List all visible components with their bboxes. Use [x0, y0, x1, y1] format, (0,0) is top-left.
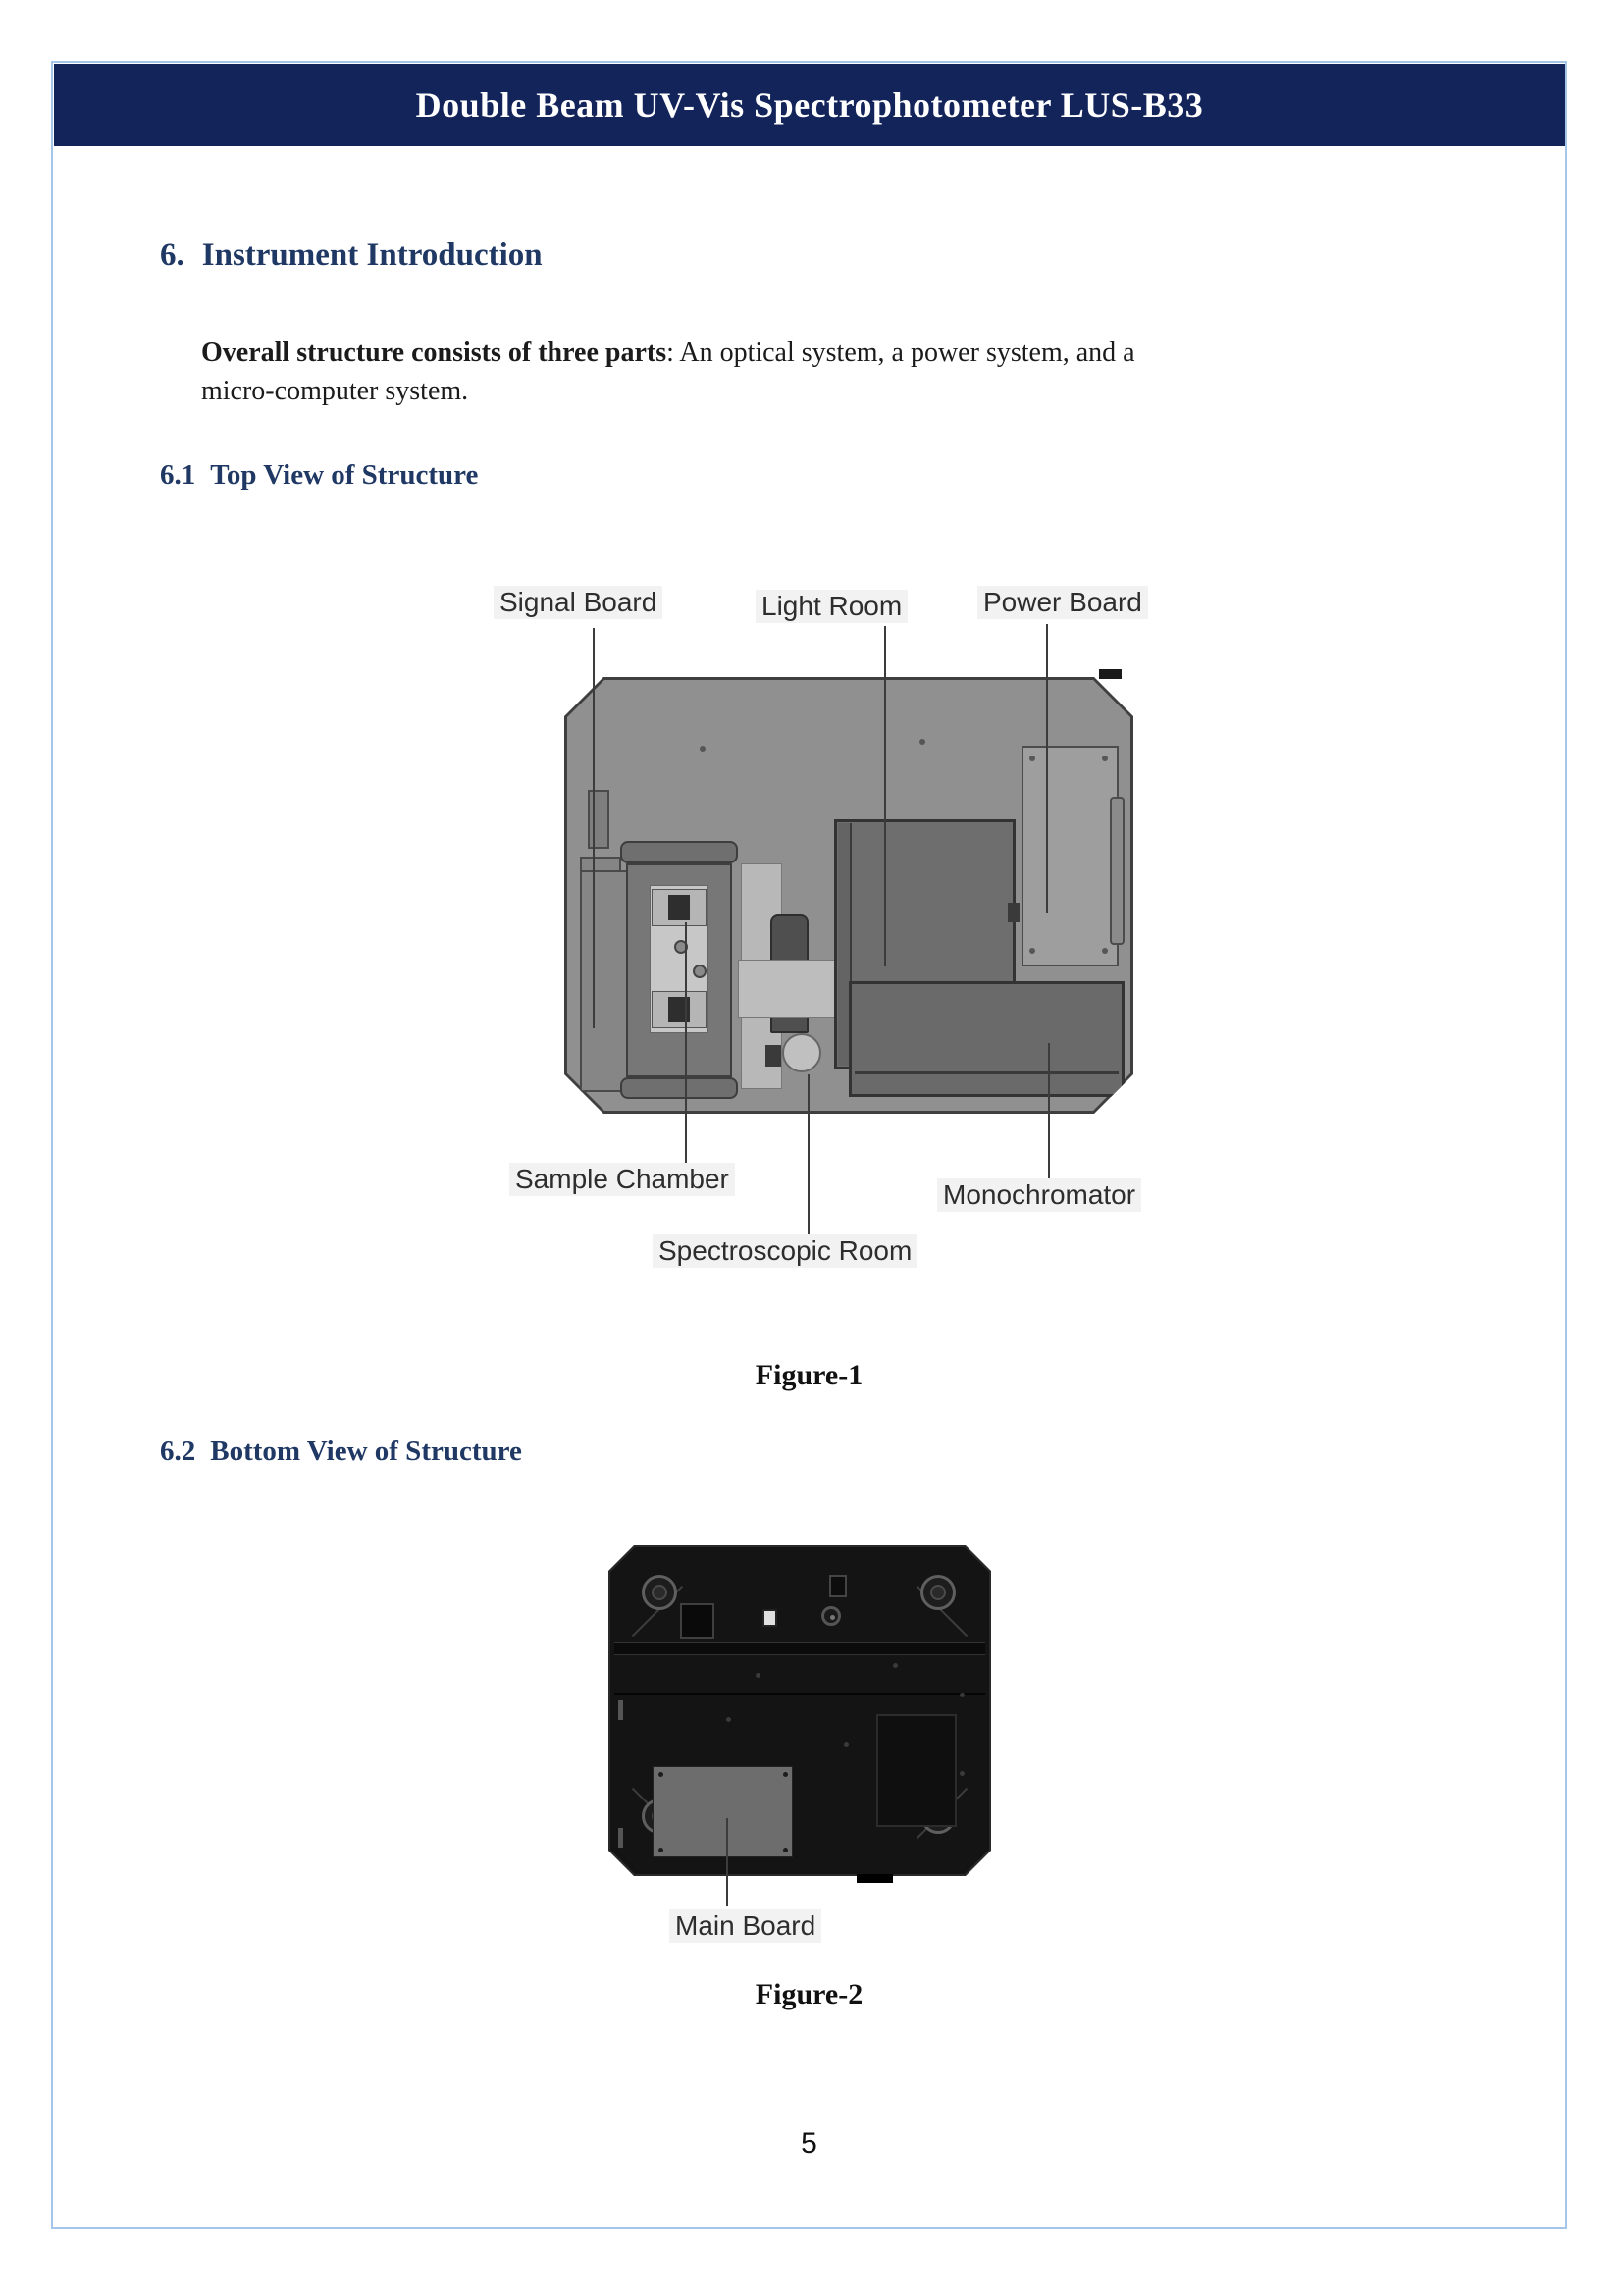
label-power-board: Power Board	[977, 586, 1148, 619]
section-6-2-heading: 6.2 Bottom View of Structure	[160, 1435, 522, 1468]
leader-line-power-board	[1046, 624, 1048, 913]
label-light-room: Light Room	[756, 590, 909, 623]
left-slot	[588, 790, 609, 849]
section-6-1-number: 6.1	[160, 459, 196, 491]
cylinder-component	[782, 1033, 821, 1072]
bottom-right-panel	[876, 1714, 957, 1827]
figure1-chassis-top-view	[564, 677, 1133, 1114]
leader-line-sample-chamber	[685, 922, 687, 1165]
main-board-region	[653, 1766, 793, 1857]
main-board-screw	[783, 1848, 788, 1852]
foot-ring	[652, 1585, 667, 1600]
light-room-edge-strip	[838, 823, 852, 1066]
foot-top-left	[642, 1575, 677, 1610]
label-signal-board: Signal Board	[494, 586, 663, 619]
main-board-screw	[658, 1848, 663, 1852]
sample-chamber-block-top-core	[668, 895, 690, 920]
bottom-connector	[762, 1609, 777, 1627]
screw-dot	[756, 1673, 760, 1678]
intro-paragraph: Overall structure consists of three part…	[201, 334, 1300, 410]
bottom-small-rect	[829, 1575, 847, 1597]
figure2-chassis-bottom-view	[608, 1545, 991, 1876]
label-monochromator: Monochromator	[937, 1178, 1142, 1212]
bottom-seam-line	[614, 1693, 985, 1695]
edge-tick	[618, 1828, 623, 1848]
figure2-bottom-tab	[857, 1874, 893, 1883]
figure2-caption: Figure-2	[755, 1978, 864, 2010]
leader-line-monochromator	[1048, 1043, 1050, 1179]
screw-dot	[700, 746, 706, 752]
section-6-1-heading: 6.1 Top View of Structure	[160, 459, 478, 492]
screw-dot	[893, 1663, 898, 1668]
screw-dot	[726, 1717, 731, 1722]
power-board-region	[1022, 746, 1119, 966]
section-6-2-number: 6.2	[160, 1435, 196, 1467]
label-main-board: Main Board	[669, 1909, 822, 1943]
section-6-number: 6.	[160, 237, 184, 273]
plate-screw	[693, 965, 707, 978]
section-6-2-title: Bottom View of Structure	[210, 1435, 522, 1467]
leader-line-spectroscopic-room	[808, 1074, 810, 1234]
figure1-top-tab	[1099, 669, 1122, 679]
monochromator-region	[849, 981, 1125, 1097]
foot-top-right	[920, 1575, 956, 1610]
sample-chamber-rail-bottom	[620, 1077, 738, 1099]
page-border	[51, 61, 1567, 2229]
section-6-1-title: Top View of Structure	[210, 459, 479, 491]
intro-bold-text: Overall structure consists of three part…	[201, 338, 667, 368]
sample-chamber-block-bottom-core	[668, 997, 690, 1022]
intro-rest-text: : An optical system, a power system, and…	[666, 338, 1135, 368]
foot-ring	[930, 1585, 946, 1600]
bottom-square-opening	[680, 1603, 714, 1639]
power-board-screw	[1029, 756, 1035, 761]
cylinder-mount	[765, 1045, 781, 1067]
sample-chamber-rail-top	[620, 841, 738, 863]
edge-tick	[618, 1700, 623, 1720]
leader-line-light-room	[884, 626, 886, 966]
bottom-seam-band	[614, 1642, 985, 1655]
screw-dot	[960, 1771, 965, 1776]
section-6-title: Instrument Introduction	[201, 237, 543, 273]
power-board-screw	[1102, 948, 1108, 954]
port-center-dot	[830, 1615, 835, 1620]
plate-screw	[674, 940, 688, 954]
section-6-heading: 6. Instrument Introduction	[160, 237, 543, 274]
intro-line2-text: micro-computer system.	[201, 376, 469, 406]
figure1-caption: Figure-1	[755, 1359, 864, 1391]
power-board-tab	[1110, 797, 1125, 945]
light-room-clip	[1008, 903, 1020, 922]
screw-dot	[919, 739, 925, 745]
power-board-screw	[1029, 948, 1035, 954]
monochromator-bottom-line	[855, 1071, 1119, 1074]
beam-connector-plate	[738, 960, 841, 1018]
leader-line-main-board	[726, 1818, 728, 1906]
screw-dot	[960, 1693, 965, 1697]
document-title: Double Beam UV-Vis Spectrophotometer LUS…	[415, 85, 1204, 125]
main-board-screw	[658, 1772, 663, 1777]
screw-dot	[844, 1742, 849, 1747]
label-sample-chamber: Sample Chamber	[509, 1163, 735, 1196]
label-spectroscopic-room: Spectroscopic Room	[653, 1234, 918, 1268]
power-board-screw	[1102, 756, 1108, 761]
page-number: 5	[801, 2127, 817, 2160]
main-board-screw	[783, 1772, 788, 1777]
leader-line-signal-board	[593, 628, 595, 1028]
header-bar: Double Beam UV-Vis Spectrophotometer LUS…	[54, 64, 1565, 146]
